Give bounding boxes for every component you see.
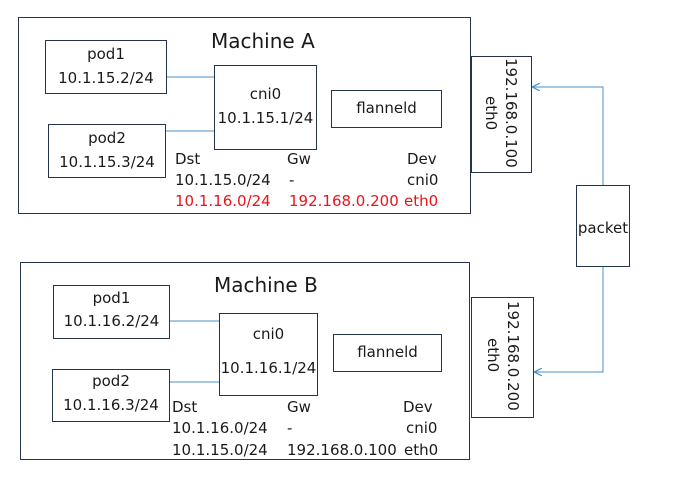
machine-a-eth0-ip: 192.168.0.100 [502, 58, 520, 168]
machine-b-cni0-ip: 10.1.16.1/24 [220, 359, 317, 377]
machine-b-flanneld-label: flanneld [357, 343, 418, 361]
machine-b-pod2-ip: 10.1.16.3/24 [63, 396, 159, 414]
machine-a-title: Machine A [211, 29, 315, 53]
machine-a-route-row1-dst: 10.1.15.0/24 [175, 171, 271, 189]
machine-b-pod1-box [53, 285, 170, 339]
machine-a-route-row2-gw: 192.168.0.200 [289, 192, 399, 210]
packet-link-to-machine-a [533, 87, 604, 185]
packet-label: packet [577, 219, 629, 237]
machine-a-eth0-box [471, 56, 532, 173]
machine-b-route-row1-dev: cni0 [406, 419, 438, 437]
machine-b-pod1-name: pod1 [92, 289, 131, 307]
machine-a-cni0-ip: 10.1.15.1/24 [217, 109, 314, 127]
machine-a-pod1-name: pod1 [87, 45, 125, 63]
machine-b-pod1-ip: 10.1.16.2/24 [63, 312, 160, 330]
machine-a-pod1-ip: 10.1.15.2/24 [58, 69, 154, 87]
machine-b-pod2-box [52, 369, 170, 422]
machine-a-route-row1-gw: - [289, 171, 295, 189]
machine-b-eth0-name: eth0 [484, 338, 502, 373]
machine-a-cni0-name: cni0 [249, 85, 282, 103]
machine-a-pod2-box [48, 124, 166, 178]
machine-b-flanneld-box [333, 334, 442, 372]
machine-b-route-header-dev: Dev [403, 398, 433, 416]
machine-b-cni0-name: cni0 [252, 325, 285, 343]
machine-b-pod2-name: pod2 [92, 372, 130, 390]
machine-b-route-header-dst: Dst [172, 398, 198, 416]
machine-b-route-row2-gw: 192.168.0.100 [287, 441, 397, 459]
machine-b-route-row1-gw: - [287, 419, 293, 437]
machine-a-route-header-dst: Dst [175, 150, 201, 168]
machine-a-route-row1-dev: cni0 [407, 171, 439, 189]
machine-a-pod2-ip: 10.1.15.3/24 [59, 153, 155, 171]
machine-a-route-row2-dst: 10.1.16.0/24 [175, 192, 271, 210]
machine-b-route-row2-dev: eth0 [404, 441, 439, 459]
machine-a-cni0-box [214, 65, 317, 150]
machine-a-route-header-dev: Dev [407, 150, 437, 168]
machine-a-flanneld-box [331, 90, 442, 128]
machine-b-route-row1-dst: 10.1.16.0/24 [172, 419, 268, 437]
machine-a-flanneld-label: flanneld [356, 99, 417, 117]
machine-b-cni0-box [219, 313, 318, 396]
machine-b-eth0-box [471, 297, 534, 418]
packet-link-to-machine-b [535, 267, 604, 372]
machine-a-pod2-name: pod2 [88, 129, 126, 147]
machine-a-route-header-gw: Gw [287, 150, 311, 168]
machine-a-eth0-name: eth0 [482, 96, 500, 131]
machine-b-eth0-ip: 192.168.0.200 [504, 301, 522, 411]
machine-a-pod1-box [45, 40, 167, 94]
machine-b-route-row2-dst: 10.1.15.0/24 [172, 441, 268, 459]
machine-b-route-header-gw: Gw [287, 398, 311, 416]
machine-b-title: Machine B [214, 273, 318, 297]
machine-a-route-row2-dev: eth0 [404, 192, 439, 210]
packet-box [576, 185, 630, 267]
